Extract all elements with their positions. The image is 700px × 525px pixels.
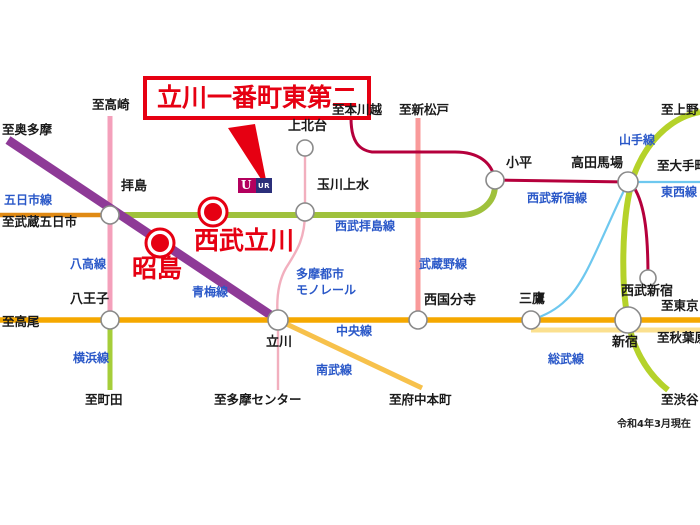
terminus-label-fuchuhonmachi: 至府中本町 xyxy=(389,392,452,407)
line-label-monorail-2: モノレール xyxy=(296,283,357,297)
terminus-label-shinmatsudo: 至新松戸 xyxy=(399,102,450,117)
terminus-label-musashiitsukaichi: 至武蔵五日市 xyxy=(2,214,78,229)
callout-balloon: 立川一番町東第二 xyxy=(143,76,372,120)
station-label-kodaira: 小平 xyxy=(506,156,533,171)
station-marker-nishikokubunji xyxy=(408,310,428,330)
ur-logo-glyph: U xyxy=(241,178,252,192)
line-label-seibu-shinjuku: 西武新宿線 xyxy=(527,191,588,205)
line-seibu-shinjuku-main xyxy=(349,117,497,181)
line-label-musashino: 武蔵野線 xyxy=(419,257,468,271)
line-label-hachiko: 八高線 xyxy=(70,257,107,271)
station-markers xyxy=(100,139,657,334)
terminus-label-tokyo: 至東京 xyxy=(661,298,699,313)
line-label-sobu: 総武線 xyxy=(548,352,585,366)
line-label-nambu: 南武線 xyxy=(316,363,353,377)
line-seibu-shinjuku-spur xyxy=(631,185,650,279)
station-label-seibutachikawa: 西武立川 xyxy=(194,226,295,255)
station-label-nishikokubunji: 西国分寺 xyxy=(424,293,477,308)
station-label-haijima: 拝島 xyxy=(121,179,148,194)
terminus-label-machida: 至町田 xyxy=(85,392,123,407)
station-marker-kodaira xyxy=(485,170,505,190)
station-label-seibushinjuku: 西武新宿 xyxy=(621,284,674,299)
line-monorail xyxy=(276,148,307,390)
station-marker-shinjuku xyxy=(614,306,642,334)
callout-label: 立川一番町東第二 xyxy=(157,83,358,112)
line-label-ome: 青梅線 xyxy=(192,285,229,299)
line-nambu xyxy=(276,317,424,391)
terminus-label-ueno: 至上野 xyxy=(661,102,699,117)
station-label-tamagawajosui: 玉川上水 xyxy=(317,178,370,193)
highlighted-station-markers xyxy=(144,196,229,259)
line-label-yokohama: 横浜線 xyxy=(73,351,110,365)
ur-logo: U UR xyxy=(238,178,272,193)
station-marker-mitaka xyxy=(521,310,541,330)
station-marker-seibushinjuku xyxy=(639,269,657,287)
station-label-shinjuku: 新宿 xyxy=(612,335,639,350)
station-label-tachikawa: 立川 xyxy=(266,335,293,350)
line-yamanote xyxy=(620,109,700,393)
callout-pointer xyxy=(228,124,268,190)
terminus-label-tamacenter: 至多摩センター xyxy=(214,392,302,407)
terminus-label-okutama: 至奥多摩 xyxy=(2,122,53,137)
terminus-label-shibuya: 至渋谷 xyxy=(661,392,699,407)
station-marker-haijima xyxy=(100,205,120,225)
ur-logo-text: UR xyxy=(257,181,271,190)
footer-note: 令和4年3月現在 xyxy=(617,419,691,430)
line-label-tozai: 東西線 xyxy=(661,185,698,199)
target-marker-akishima-dot xyxy=(151,234,169,252)
line-label-monorail-1: 多摩都市 xyxy=(296,267,345,281)
terminus-label-takao: 至高尾 xyxy=(2,314,40,329)
line-ome xyxy=(5,136,281,324)
terminus-label-takasaki: 至高崎 xyxy=(92,97,130,112)
station-label-mitaka: 三鷹 xyxy=(519,292,546,307)
station-label-hachioji: 八王子 xyxy=(70,292,110,307)
line-label-yamanote: 山手線 xyxy=(619,133,656,147)
station-marker-tachikawa xyxy=(267,309,289,331)
station-marker-tamagawajosui xyxy=(295,202,315,222)
station-label-kamikitadai: 上北台 xyxy=(288,119,328,134)
target-marker-seibutachikawa-dot xyxy=(204,203,222,221)
terminus-label-honkawagoe: 至本川越 xyxy=(332,102,383,117)
line-label-chuo: 中央線 xyxy=(336,324,373,338)
station-marker-hachioji xyxy=(100,310,120,330)
station-marker-kamikitadai xyxy=(296,139,314,157)
station-label-akishima: 昭島 xyxy=(132,254,183,283)
line-seibu-shinjuku-east xyxy=(494,178,629,184)
station-label-takadanobaba: 高田馬場 xyxy=(571,156,624,171)
terminus-label-akihabara: 至秋葉原 xyxy=(657,330,700,345)
line-label-itsukaichi: 五日市線 xyxy=(4,193,53,207)
ur-logo-mark: U xyxy=(238,178,256,193)
line-tozai-west xyxy=(530,181,629,322)
ur-logo-text-box: UR xyxy=(256,178,272,193)
station-marker-takadanobaba xyxy=(617,171,639,193)
line-label-seibu-haijima: 西武拝島線 xyxy=(335,219,396,233)
terminus-label-otemachi: 至大手町 xyxy=(657,158,700,173)
